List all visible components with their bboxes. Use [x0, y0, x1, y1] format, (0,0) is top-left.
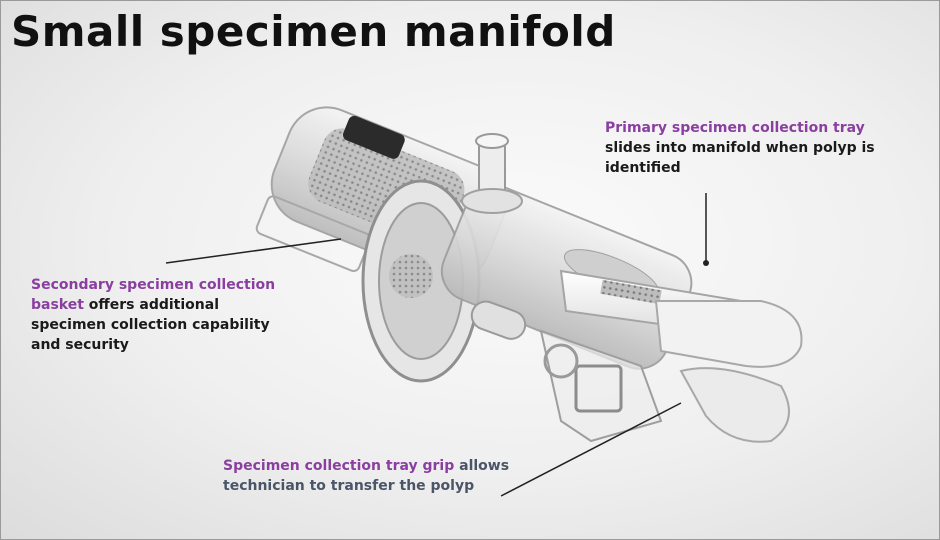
lower-frame — [470, 300, 663, 443]
leader-grip — [500, 402, 682, 497]
page-title: Small specimen manifold — [11, 7, 616, 56]
callout-primary-tray: Primary specimen collection tray slides … — [605, 118, 905, 178]
callout-primary-text: slides into manifold when polyp is ident… — [605, 140, 875, 176]
callout-secondary-highlight: Secondary specimen collection basket — [31, 277, 276, 313]
top-port — [461, 133, 523, 214]
callout-secondary-basket: Secondary specimen collection basket off… — [31, 275, 281, 355]
tray-grip — [679, 367, 790, 443]
leader-primary-dot — [703, 260, 709, 266]
leader-secondary — [165, 238, 342, 264]
callout-primary-highlight: Primary specimen collection tray — [605, 120, 865, 136]
callout-grip-highlight: Specimen collection tray grip — [223, 458, 455, 474]
dark-label-panel — [343, 115, 405, 159]
callout-secondary-text: offers additional specimen collection ca… — [31, 297, 270, 353]
callout-grip-text: allows technician to transfer the polyp — [223, 458, 510, 494]
primary-tray — [559, 269, 803, 443]
callout-tray-grip: Specimen collection tray grip allows tec… — [223, 456, 543, 496]
